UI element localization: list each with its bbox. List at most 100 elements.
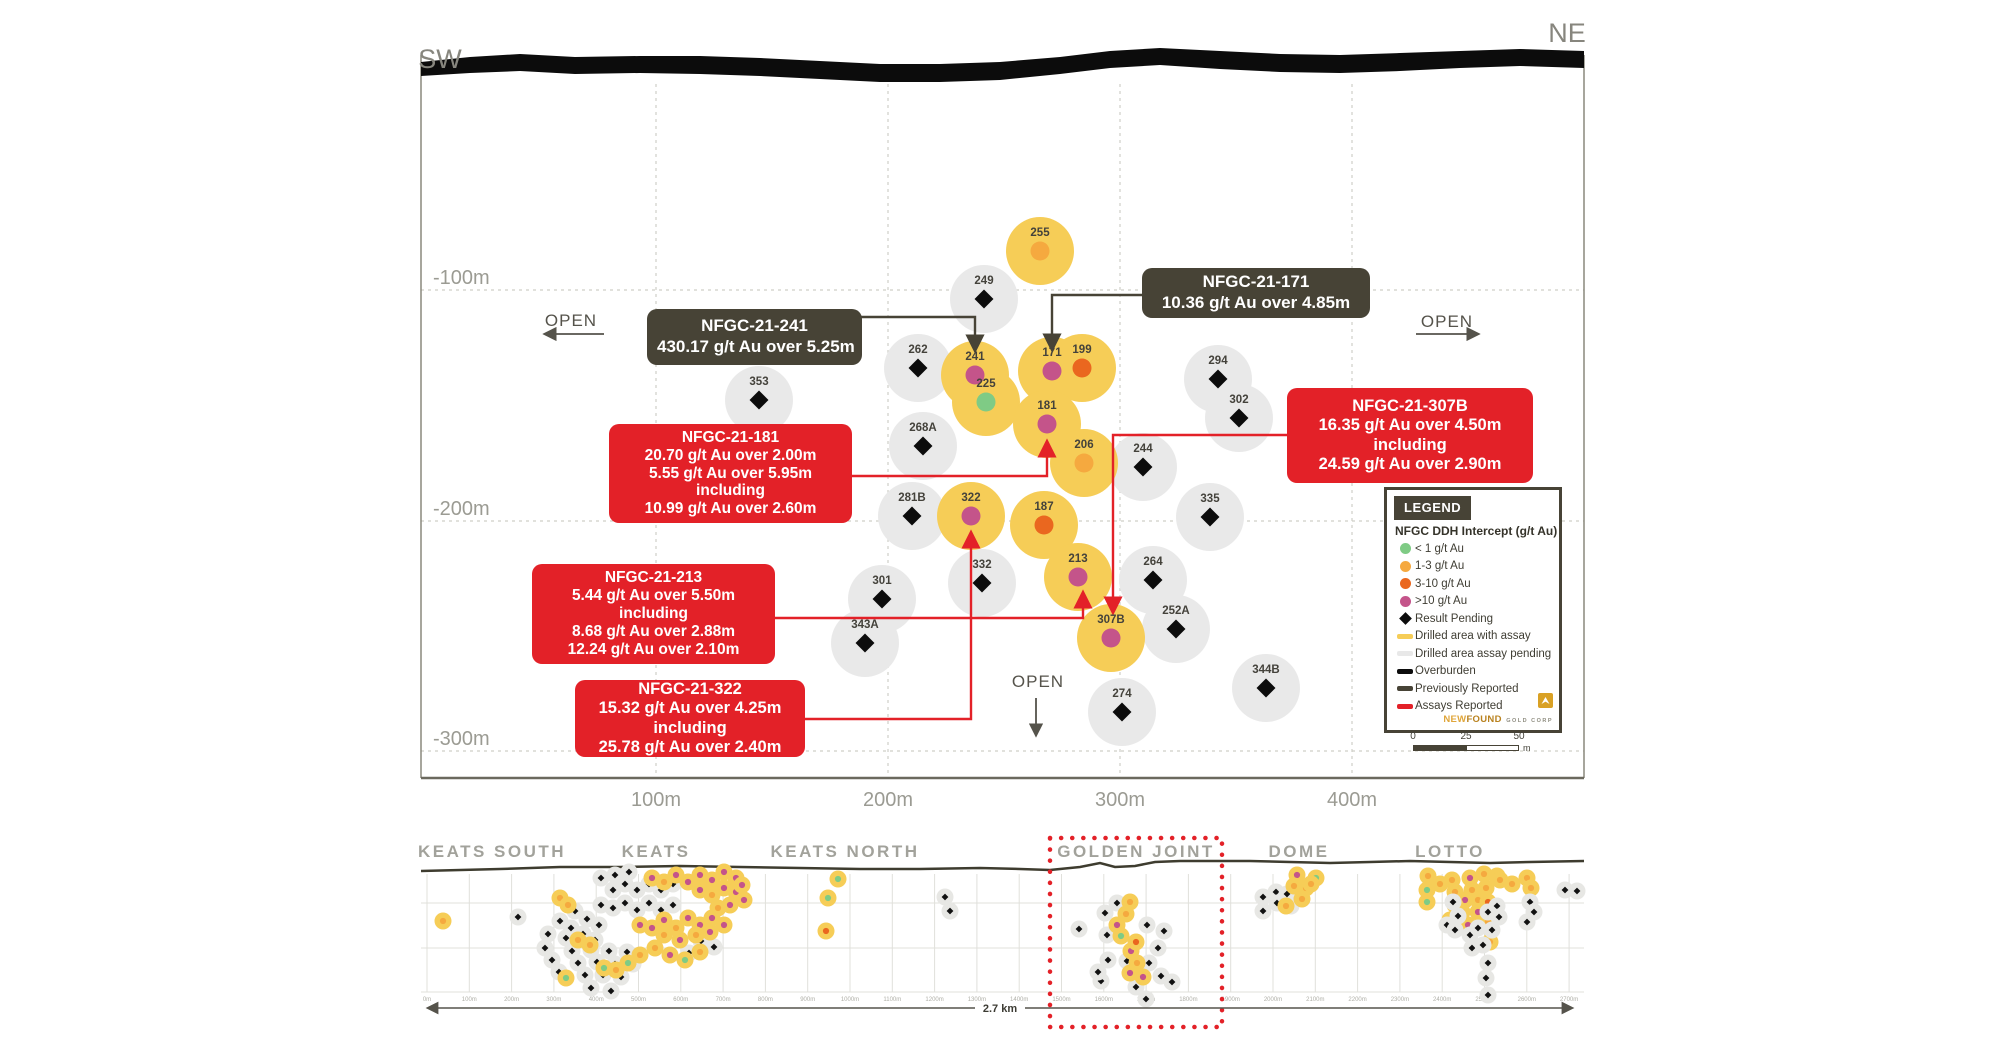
legend: LEGEND NFGC DDH Intercept (g/t Au) < 1 g… [1384,487,1562,733]
logo-icon [1538,693,1553,708]
legend-item: Drilled area with assay [1387,628,1559,646]
zone-label-keats-south: KEATS SOUTH [418,842,566,861]
strip-intercept-dot [1282,902,1290,910]
strip-tick-label: 1000m [841,997,859,1003]
strip-intercept-dot [648,924,656,932]
strip-intercept-dot [696,948,704,956]
strip-intercept-dot [1423,898,1431,906]
strip-intercept-dot [648,874,656,882]
strip-tick-label: 1500m [1052,997,1070,1003]
strip-pending-mark [1526,898,1534,906]
strip-intercept-dot [1468,886,1476,894]
result-pending-diamond-353 [749,390,769,410]
strip-tick-label: 0m [423,997,431,1003]
depth-label: -100m [433,267,490,289]
intercept-dot-199 [1072,358,1092,378]
result-pending-diamond-274 [1112,702,1132,722]
legend-item-label: Previously Reported [1415,682,1519,695]
strip-pending-mark [1468,944,1476,952]
intercept-dot-187 [1034,515,1054,535]
legend-swatch [1399,560,1411,572]
strip-tick-label: 1100m [883,997,901,1003]
hole-id-343A: 343A [851,619,879,631]
strip-pending-mark [1484,959,1492,967]
result-pending-diamond-332 [972,573,992,593]
result-pending-diamond-281B [902,506,922,526]
strip-tick-label: 200m [504,997,519,1003]
legend-item: Overburden [1387,663,1559,681]
legend-item-label: Assays Reported [1415,700,1503,713]
strip-tick-label: 1300m [968,997,986,1003]
strip-pending-mark [1259,907,1267,915]
strip-intercept-dot [439,917,447,925]
zone-label-lotto: LOTTO [1415,842,1485,861]
scale-bar-dark-segment [1413,745,1466,751]
strip-pending-mark [1561,886,1569,894]
open-label-2: OPEN [1012,672,1064,691]
hole-id-294: 294 [1208,355,1228,367]
bar-icon [1395,651,1415,657]
strip-pending-mark [1530,908,1538,916]
bar-icon [1395,703,1415,709]
legend-swatch [1399,578,1411,590]
overburden-terrain [421,48,1584,82]
strip-intercept-dot [636,951,644,959]
legend-item: 1-3 g/t Au [1387,558,1559,576]
bar-icon [1395,668,1415,674]
strip-intercept-dot [636,921,644,929]
result-pending-diamond-302 [1229,408,1249,428]
hole-id-332: 332 [972,559,991,571]
golden-joint-highlight-box [1047,835,1225,1030]
callout-leader-NFGC-21-213 [775,589,1093,620]
intercept-dot-171 [1042,361,1062,381]
result-pending-diamond-262 [908,358,928,378]
hole-id-281B: 281B [898,492,926,504]
legend-swatch [1397,686,1413,692]
intercept-dot-213 [1068,567,1088,587]
legend-header: LEGEND [1394,496,1472,520]
strip-intercept-dot [562,974,570,982]
logo-subtitle: GOLD CORP [1506,718,1553,724]
depth-label: -200m [433,498,490,520]
hole-id-225: 225 [976,378,996,390]
strip-intercept-dot [1133,959,1141,967]
strip-tick-label: 400m [589,997,604,1003]
logo-found: FOUND [1466,714,1502,725]
strip-intercept-dot [660,878,668,886]
depth-label: -300m [433,728,490,750]
legend-item-label: 3-10 g/t Au [1415,577,1471,590]
bar-icon [1395,633,1415,639]
callout-leader-NFGC-21-322 [805,529,981,721]
strip-intercept-dot [740,896,748,904]
intercept-dot-255 [1030,241,1050,261]
legend-item-label: Overburden [1415,665,1476,678]
hole-id-244: 244 [1133,443,1153,455]
strip-pending-mark [1075,925,1083,933]
legend-swatch [1398,612,1412,626]
strip-pending-mark [1449,898,1457,906]
hole-id-301: 301 [872,575,892,587]
strip-terrain-line [420,859,1585,873]
intercept-dot-225 [976,392,996,412]
legend-item-label: Drilled area assay pending [1415,647,1552,660]
zone-label-keats: KEATS [622,842,691,861]
hole-id-171: 171 [1042,347,1062,359]
strip-intercept-dot [574,936,582,944]
strip-intercept-dot [672,871,680,879]
strip-intercept-dot [681,956,689,964]
strip-intercept-dot [1482,884,1490,892]
strip-intercept-dot [726,901,734,909]
strip-intercept-dot [1290,882,1298,890]
span-distance-label: 2.7 km [983,1003,1017,1015]
strip-intercept-dot [738,881,746,889]
zone-label-dome: DOME [1269,842,1330,861]
distance-label: 200m [863,789,913,811]
result-pending-diamond-294 [1208,369,1228,389]
scale-bar-unit: m [1523,743,1531,753]
zone-label-golden-joint: GOLDEN JOINT [1057,842,1215,861]
strip-pending-mark [1132,983,1140,991]
intercept-dot-322 [961,506,981,526]
